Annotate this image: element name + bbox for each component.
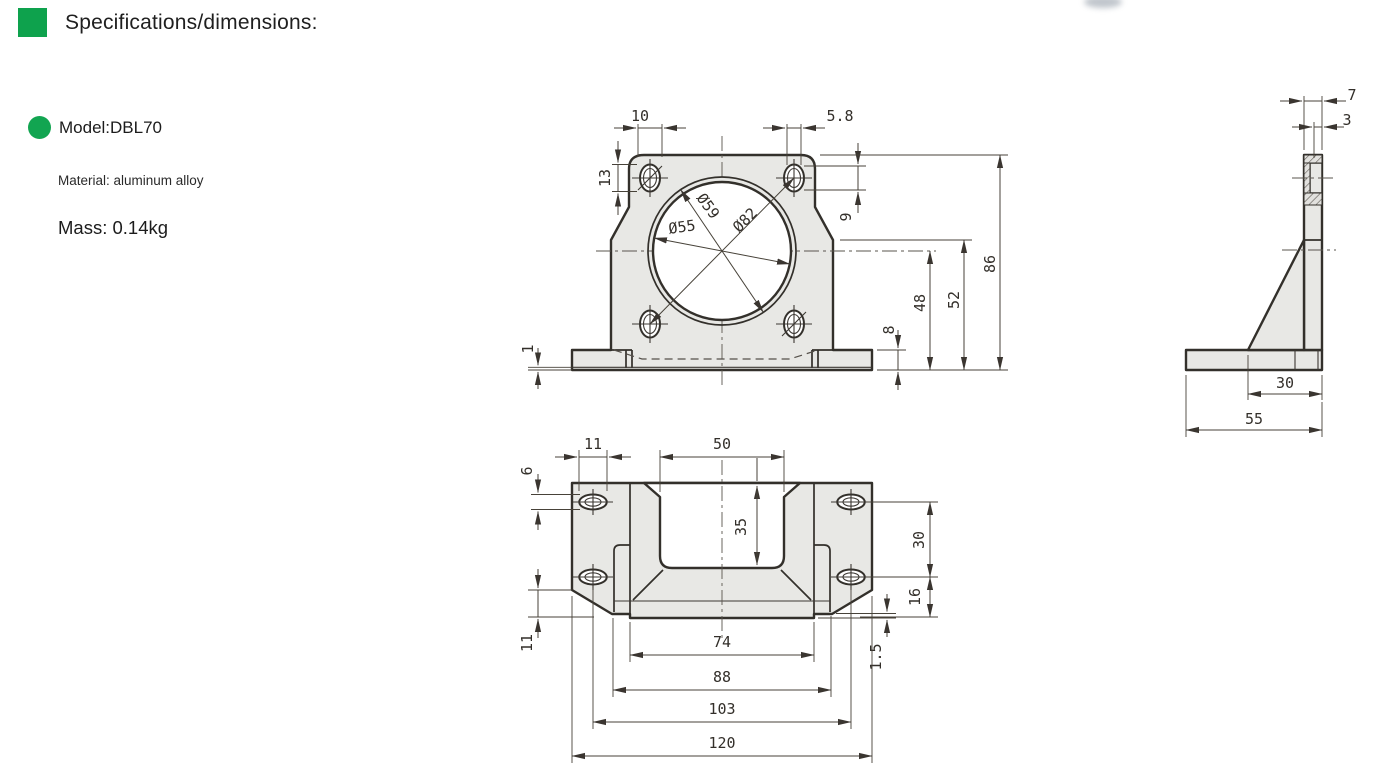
slot-hole (573, 489, 613, 515)
cropped-image-remnant (1084, 0, 1122, 8)
green-bullet-icon (28, 116, 51, 139)
bottom-view: 11 50 6 35 30 16 1.5 (518, 435, 938, 763)
dim-edge-step: 1.5 (867, 643, 885, 670)
slot-hole (831, 564, 871, 590)
dim-wall-width: 88 (713, 668, 731, 686)
page-title: Specifications/dimensions: (65, 10, 318, 34)
dim-foot-height: 8 (880, 325, 898, 334)
dim-slot-width-outer: 10 (631, 107, 649, 125)
bottom-dims: 11 50 6 35 30 16 1.5 (518, 435, 938, 763)
dim-hole-pitch-depth: 30 (910, 531, 928, 549)
dim-overall-height: 86 (981, 255, 999, 273)
dim-shoulder-height: 52 (945, 291, 963, 309)
dim-counterbore: 3 (1342, 111, 1351, 129)
dim-foot-slot-width: 6 (518, 466, 536, 475)
dim-opening-width: 50 (713, 435, 731, 453)
dim-slot-length-outer: 13 (596, 169, 614, 187)
side-gusset (1246, 238, 1306, 352)
dim-base-step: 1 (519, 344, 537, 353)
dim-opening-depth: 35 (732, 518, 750, 536)
dim-gusset-depth: 30 (1276, 374, 1294, 392)
dim-hole-edge-depth: 16 (906, 588, 924, 606)
dim-center-height: 48 (911, 294, 929, 312)
mass-label: Mass: 0.14kg (58, 217, 169, 238)
dim-hole-pitch-width: 103 (708, 700, 735, 718)
dim-slot-length-inner: 9 (837, 212, 855, 221)
side-view: 7 3 30 55 (1184, 86, 1357, 437)
dim-foot-slot-length: 11 (584, 435, 602, 453)
dim-base-width: 120 (708, 734, 735, 752)
dim-bore-dia: Ø55 (667, 216, 696, 238)
material-label: Material: aluminum alloy (58, 173, 204, 188)
slot-hole (573, 564, 613, 590)
green-square-icon (18, 8, 47, 37)
dim-flange-width: 74 (713, 633, 731, 651)
dim-slot-width-inner: 5.8 (826, 107, 853, 125)
front-view: Ø59 Ø55 Ø82 10 5.8 13 (519, 107, 1008, 390)
hidden-cavity-edge (613, 349, 819, 360)
model-label: Model:DBL70 (59, 117, 163, 137)
pilot-circle (647, 176, 797, 326)
front-linear-dims: 10 5.8 13 9 8 48 (519, 107, 1008, 390)
model-row: Model:DBL70 (28, 116, 162, 139)
page-header: Specifications/dimensions: (18, 8, 318, 37)
side-base (1184, 348, 1324, 372)
slot-hole (831, 489, 871, 515)
dim-corner-chamfer: 11 (518, 634, 536, 652)
dim-wall-thickness: 7 (1347, 86, 1356, 104)
dim-base-depth: 55 (1245, 410, 1263, 428)
foot-slot-holes (573, 489, 871, 590)
side-dims: 7 3 30 55 (1185, 86, 1357, 437)
